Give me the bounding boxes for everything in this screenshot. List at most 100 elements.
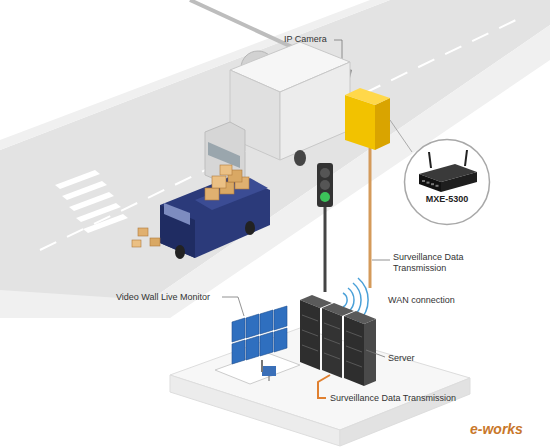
road (0, 0, 550, 300)
server-racks (346, 361, 362, 367)
monitor-label: Video Wall Live Monitor (116, 292, 210, 303)
embedded-computer (419, 150, 477, 192)
monitor-label-box: Video Wall Live Monitor (116, 292, 210, 303)
device-inset-circle: MXE-5300 (403, 138, 491, 226)
server-racks (302, 315, 362, 367)
truck (205, 122, 245, 192)
camera-pole (334, 40, 342, 41)
server-racks (300, 295, 385, 398)
server-racks (302, 315, 318, 321)
video-wall (222, 297, 238, 298)
road (40, 18, 520, 250)
port (422, 180, 425, 182)
model-name: MXE-5300 (403, 194, 491, 204)
server-racks (324, 323, 340, 329)
device-housing (369, 148, 372, 288)
inset-outline (403, 138, 491, 226)
server-racks (346, 346, 362, 352)
server-racks (302, 345, 318, 351)
control-room (340, 378, 470, 446)
wireless-waves (343, 293, 347, 307)
video-wall (222, 297, 287, 364)
server-racks (366, 350, 385, 357)
transmission-label-box: Surveillance Data Transmission (393, 252, 479, 274)
wireless-waves (348, 288, 354, 312)
wan-label: WAN connection (388, 295, 455, 306)
camera-label-box: IP Camera (284, 34, 327, 45)
port (431, 183, 434, 185)
wan-label-box: WAN connection (388, 295, 455, 306)
traffic-light (324, 205, 327, 292)
transmission-label: Surveillance Data Transmission (393, 252, 479, 274)
video-wall (232, 318, 245, 342)
control-room (262, 366, 276, 376)
server-racks (318, 375, 330, 398)
transmission-label-box: Surveillance Data Transmission (330, 393, 456, 404)
truck (294, 150, 306, 166)
cargo-boxes (138, 228, 148, 236)
video-wall (260, 332, 273, 356)
road (0, 0, 550, 318)
watermark: e-works (470, 421, 523, 437)
port (436, 185, 439, 187)
server-racks (344, 316, 364, 386)
cargo-boxes (212, 176, 226, 188)
pickup (160, 175, 270, 259)
camera-pole (342, 40, 343, 60)
inset-circle (405, 140, 490, 225)
pickup (164, 203, 190, 225)
truck (208, 142, 240, 168)
pickup (175, 245, 185, 259)
video-wall (246, 336, 259, 360)
server-racks (346, 331, 362, 337)
computer-side (441, 172, 477, 192)
server-racks (322, 308, 342, 378)
device-housing (372, 260, 390, 261)
traffic-light (320, 192, 330, 202)
cargo-boxes (132, 240, 141, 247)
video-wall (260, 310, 273, 334)
crosswalk (83, 214, 128, 233)
server-racks (300, 300, 320, 370)
control-room (269, 376, 270, 381)
control-room (215, 352, 300, 384)
server-label: Server (388, 353, 415, 364)
cargo-boxes (205, 188, 219, 200)
video-wall (246, 314, 259, 338)
device-housing (375, 98, 390, 150)
control-room (170, 375, 340, 446)
traffic-light (317, 163, 333, 207)
device-housing (345, 88, 390, 105)
watermark-box: e-works (470, 421, 523, 437)
video-wall (238, 297, 244, 316)
server-racks (324, 353, 340, 359)
control-room (261, 360, 263, 372)
antenna (429, 152, 431, 168)
camera-label: IP Camera (284, 34, 327, 45)
transmission-label: Surveillance Data Transmission (330, 393, 456, 404)
pickup (245, 221, 255, 235)
road (0, 25, 550, 318)
cargo-boxes (132, 165, 249, 247)
port (427, 182, 430, 184)
traffic-light (317, 163, 333, 292)
computer-front (419, 174, 441, 192)
server-label-box: Server (388, 353, 415, 364)
server-racks (324, 338, 340, 344)
traffic-light (320, 180, 330, 190)
truck (205, 42, 350, 193)
cargo-boxes (150, 238, 160, 246)
video-wall (274, 306, 287, 330)
cargo-boxes (220, 165, 232, 175)
server-racks (302, 330, 318, 336)
truck (280, 62, 350, 160)
video-wall (232, 340, 245, 364)
crosswalk (55, 170, 128, 233)
device-housing (390, 120, 412, 152)
pickup (160, 175, 270, 258)
server-racks (364, 319, 376, 386)
pickup (195, 178, 268, 210)
antenna (465, 150, 467, 166)
